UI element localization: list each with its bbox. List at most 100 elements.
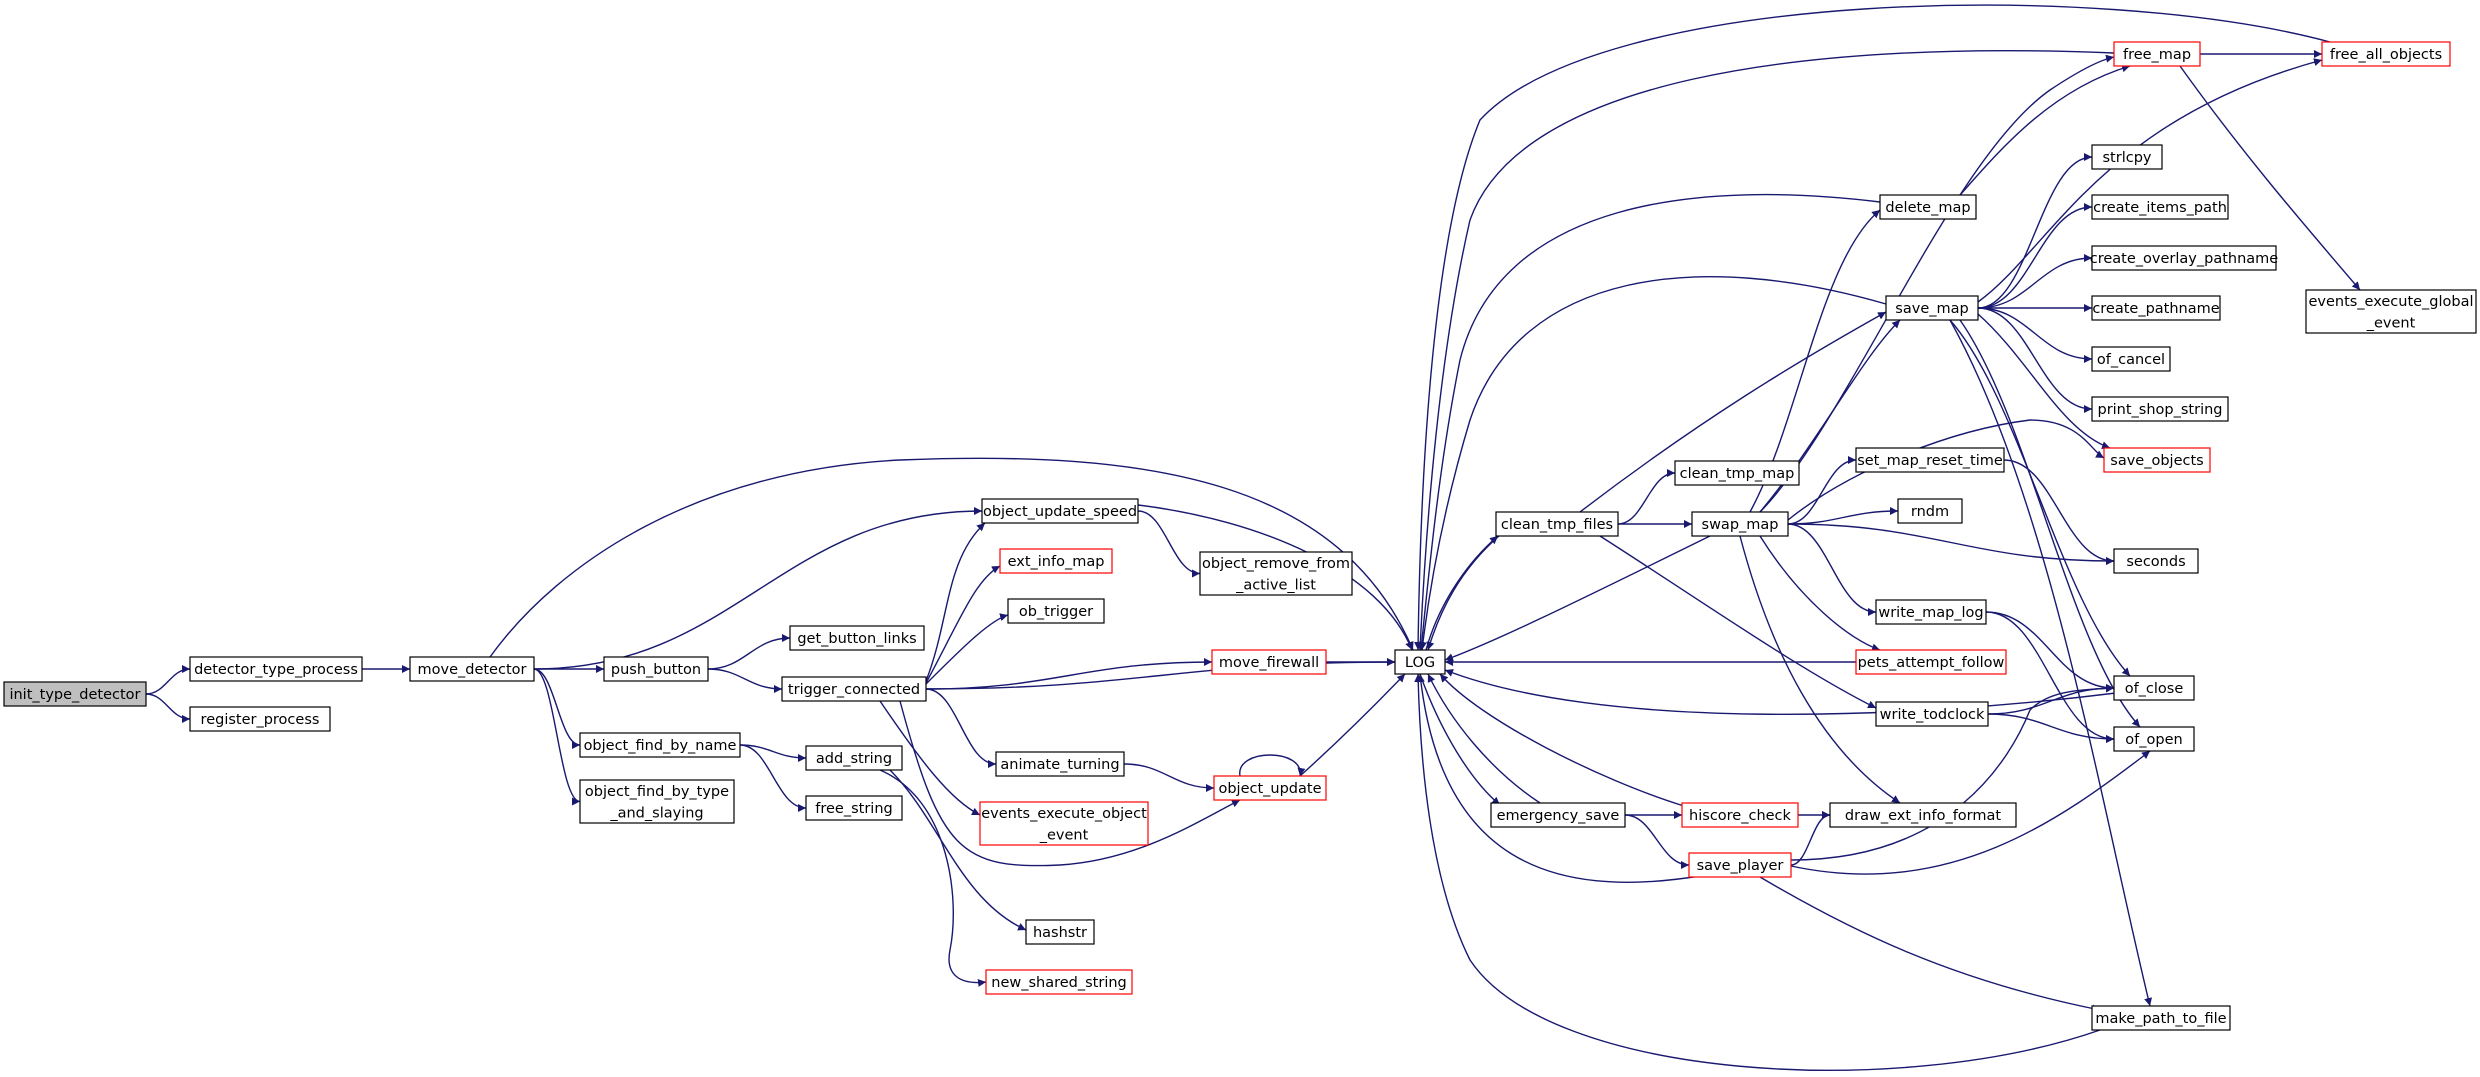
node-of_open[interactable]: of_open [2113,726,2195,752]
call-edge-emergency_save-to-LOG [1427,673,1541,804]
node-hiscore_check[interactable]: hiscore_check [1681,802,1799,828]
node-label: of_open [2125,732,2182,748]
call-edge-swap_map-to-pets_attempt_follow [1759,535,1881,652]
node-create_overlay_pathname[interactable]: create_overlay_pathname [2090,245,2279,271]
call-edge-trigger_connected-to-animate_turning [925,688,997,768]
call-edge-set_map_reset_time-to-seconds [2003,459,2115,565]
node-register_process[interactable]: register_process [189,706,331,732]
call-edge-trigger_connected-to-object_update [899,700,1241,867]
node-free_all_objects[interactable]: free_all_objects [2321,41,2451,67]
call-edge-save_map-to-LOG [1418,276,1887,651]
call-edge-clean_tmp_files-to-write_todclock [1599,535,1877,709]
node-label: move_detector [418,662,527,678]
node-delete_map[interactable]: delete_map [1879,194,1977,220]
node-get_button_links[interactable]: get_button_links [789,625,925,651]
node-object_remove_from_active_list[interactable]: object_remove_from_active_list [1199,551,1353,596]
node-box [999,548,1113,574]
node-rndm[interactable]: rndm [1897,498,1963,524]
node-label: save_map [1895,301,1968,317]
call-edge-save_map-to-free_all_objects [1977,58,2323,303]
node-clean_tmp_files[interactable]: clean_tmp_files [1495,511,1619,537]
node-box [981,498,1139,524]
node-object_update[interactable]: object_update [1213,775,1327,801]
node-ob_trigger[interactable]: ob_trigger [1007,598,1105,624]
node-create_items_path[interactable]: create_items_path [2091,194,2229,220]
node-move_firewall[interactable]: move_firewall [1211,649,1327,675]
call-edge-swap_map-to-LOG [1444,535,1711,662]
call-edge-LOG-to-emergency_save [1419,673,1501,806]
node-move_detector[interactable]: move_detector [409,656,535,682]
node-box [1875,701,1989,727]
node-label: create_pathname [2092,301,2219,317]
node-create_pathname[interactable]: create_pathname [2091,295,2221,321]
node-object_find_by_type_and_slaying[interactable]: object_find_by_type_and_slaying [579,779,735,824]
node-emergency_save[interactable]: emergency_save [1490,802,1626,828]
node-write_todclock[interactable]: write_todclock [1875,701,1989,727]
call-edge-move_detector-to-LOG [489,457,1414,658]
node-box [1897,498,1963,524]
node-save_map[interactable]: save_map [1885,295,1979,321]
call-edge-make_path_to_file-to-LOG [1414,673,2101,1071]
node-box [789,625,925,651]
node-box [979,801,1149,846]
node-label: strlcpy [2103,150,2152,166]
node-print_shop_string[interactable]: print_shop_string [2091,396,2229,422]
node-label: animate_turning [1000,757,1119,773]
node-init_type_detector[interactable]: init_type_detector [3,681,147,707]
node-pets_attempt_follow[interactable]: pets_attempt_follow [1855,649,2007,675]
node-object_update_speed[interactable]: object_update_speed [981,498,1139,524]
node-strlcpy[interactable]: strlcpy [2091,144,2163,170]
call-edge-save_map-to-save_objects [1977,313,2111,450]
node-make_path_to_file[interactable]: make_path_to_file [2091,1005,2231,1031]
node-box [2091,295,2221,321]
node-label: clean_tmp_files [1501,517,1613,533]
node-of_cancel[interactable]: of_cancel [2091,346,2171,372]
call-edge-trigger_connected-to-move_firewall [925,658,1213,690]
node-save_player[interactable]: save_player [1688,852,1792,878]
node-box [2103,447,2211,473]
node-push_button[interactable]: push_button [603,656,709,682]
node-label: rndm [1911,504,1949,520]
node-clean_tmp_map[interactable]: clean_tmp_map [1674,460,1800,486]
node-set_map_reset_time[interactable]: set_map_reset_time [1855,447,2005,473]
node-free_map[interactable]: free_map [2113,41,2201,67]
node-add_string[interactable]: add_string [805,745,903,771]
node-new_shared_string[interactable]: new_shared_string [985,969,1133,995]
node-LOG[interactable]: LOG [1394,649,1446,675]
node-box [2091,396,2229,422]
node-free_string[interactable]: free_string [805,795,903,821]
node-events_execute_object_event[interactable]: events_execute_object_event [979,801,1149,846]
node-label: events_execute_global [2308,294,2473,310]
call-edge-swap_map-to-free_map [1759,54,2115,513]
node-label: print_shop_string [2097,402,2222,418]
node-detector_type_process[interactable]: detector_type_process [189,656,363,682]
node-animate_turning[interactable]: animate_turning [995,751,1125,777]
call-edge-swap_map-to-set_map_reset_time [1787,456,1857,525]
call-edge-save_map-to-of_close [1949,319,2131,677]
call-edge-save_map-to-print_shop_string [1977,307,2093,413]
node-draw_ext_info_format[interactable]: draw_ext_info_format [1829,802,2017,828]
node-save_objects[interactable]: save_objects [2103,447,2211,473]
node-seconds[interactable]: seconds [2113,548,2199,574]
call-edge-save_map-to-strlcpy [1977,153,2093,309]
node-trigger_connected[interactable]: trigger_connected [781,676,927,702]
node-ext_info_map[interactable]: ext_info_map [999,548,1113,574]
call-edge-save_player-to-LOG [1416,673,1701,883]
node-box [579,779,735,824]
node-box [3,681,147,707]
node-box [1875,599,1987,625]
node-swap_map[interactable]: swap_map [1691,511,1789,537]
call-edge-add_string-to-new_shared_string [879,769,987,987]
node-label: save_objects [2110,453,2203,469]
node-box [2091,144,2163,170]
node-hashstr[interactable]: hashstr [1025,919,1095,945]
node-events_execute_global_event[interactable]: events_execute_global_event [2305,289,2477,334]
node-box [1213,775,1327,801]
node-object_find_by_name[interactable]: object_find_by_name [579,732,741,758]
node-box [1885,295,1979,321]
node-box [781,676,927,702]
call-edge-clean_tmp_files-to-LOG [1426,534,1501,651]
node-of_close[interactable]: of_close [2113,675,2195,701]
node-write_map_log[interactable]: write_map_log [1875,599,1987,625]
